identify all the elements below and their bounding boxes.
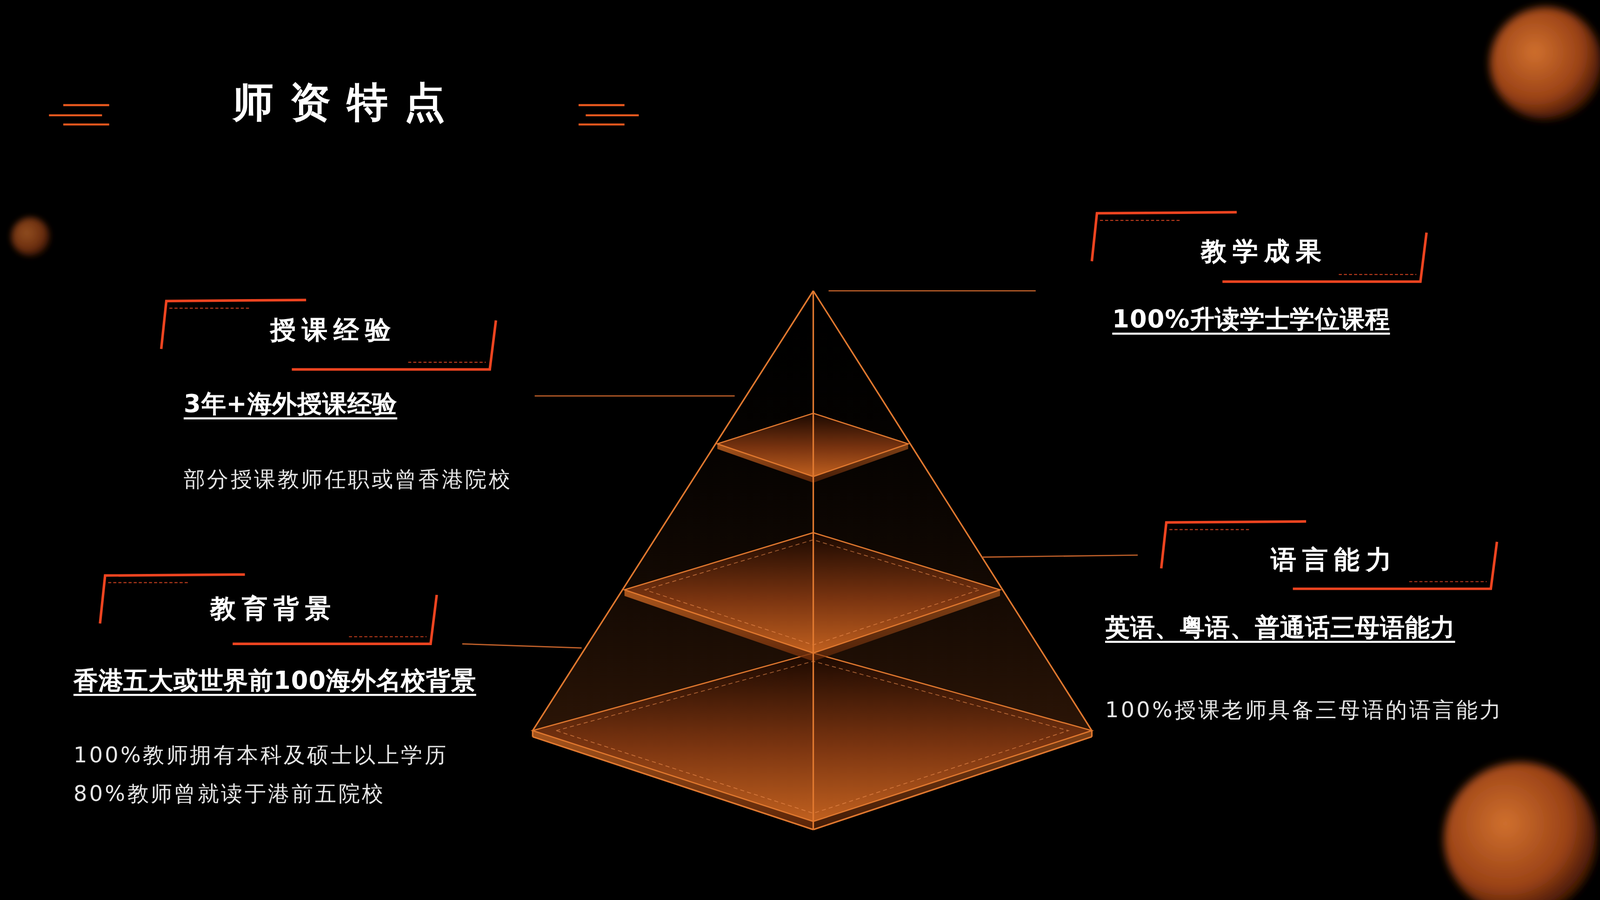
slide-title: 师资特点 (232, 77, 461, 127)
bracket-dash (348, 636, 427, 638)
feature-card: 授课经验3年+海外授课经验部分授课教师任职或曾香港院校 (161, 300, 497, 370)
body-text: 80%教师曾就读于港前五院校 (73, 781, 386, 808)
highlight-text: 香港五大或世界前100海外名校背景 (73, 666, 477, 696)
bracket-dash (408, 361, 487, 363)
sphere (11, 217, 50, 256)
feature-card: 教育背景香港五大或世界前100海外名校背景100%教师拥有本科及硕士以上学历80… (100, 574, 437, 644)
feature-card: 教学成果100%升读学士学位课程 (1091, 212, 1427, 282)
highlight-text: 英语、粤语、普通话三母语能力 (1105, 613, 1456, 643)
bracket-dash (1100, 220, 1182, 221)
bracket-dash (108, 582, 191, 584)
card-heading: 教学成果 (1091, 236, 1427, 268)
bracket-dash (1169, 529, 1252, 531)
feature-card: 语言能力英语、粤语、普通话三母语能力100%授课老师具备三母语的语言能力 (1161, 521, 1498, 589)
body-text: 部分授课教师任职或曾香港院校 (183, 467, 513, 494)
sphere (1443, 762, 1597, 900)
card-heading: 语言能力 (1161, 545, 1498, 576)
highlight-text: 100%升读学士学位课程 (1112, 304, 1390, 334)
sphere (1489, 6, 1600, 120)
bracket-dash (1409, 580, 1487, 582)
body-text: 100%教师拥有本科及硕士以上学历 (73, 743, 448, 769)
leader-lines (462, 290, 1138, 648)
card-heading: 教育背景 (100, 593, 437, 625)
bracket-dash (169, 307, 252, 309)
pyramid (532, 290, 1092, 830)
bracket-dash (1338, 273, 1417, 275)
highlight-text: 3年+海外授课经验 (183, 389, 398, 419)
body-text: 100%授课老师具备三母语的语言能力 (1105, 698, 1504, 724)
card-heading: 授课经验 (161, 315, 497, 347)
